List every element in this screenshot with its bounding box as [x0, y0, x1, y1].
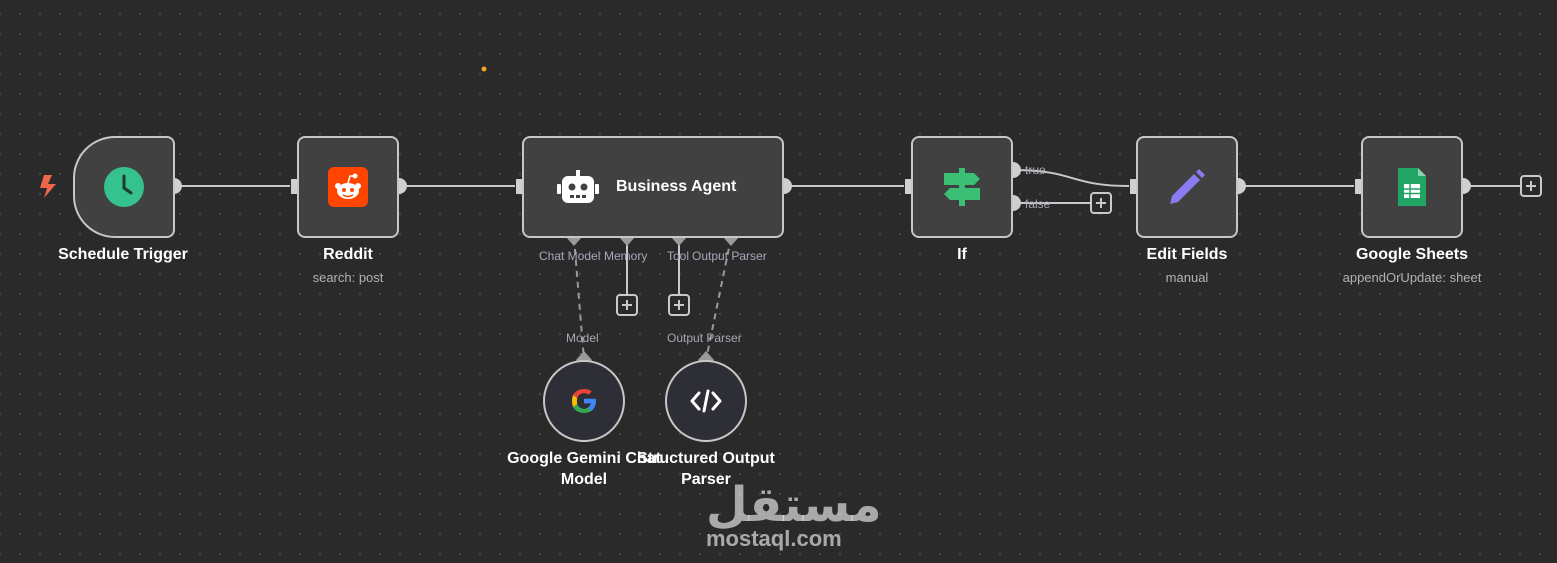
if-true-label: true: [1025, 163, 1046, 177]
trigger-bolt-icon: [40, 175, 56, 198]
connection-if-true-edit: [1012, 169, 1130, 187]
connection-model-dashed: [573, 237, 585, 361]
google-sheets-node[interactable]: [1361, 136, 1463, 238]
if-false-label: false: [1025, 197, 1051, 211]
reddit-icon: [328, 167, 368, 207]
gemini-model-node[interactable]: [543, 360, 625, 442]
google-sheets-icon: [1398, 168, 1426, 206]
memory-port-label: Memory: [604, 249, 648, 263]
gemini-model-label-line1: Google Gemini Chat: [507, 450, 661, 467]
output-parser-node[interactable]: [665, 360, 747, 442]
schedule-trigger-label: Schedule Trigger: [58, 246, 188, 263]
business-agent-title: Business Agent: [616, 178, 737, 195]
sheets-input-port[interactable]: [1355, 179, 1362, 194]
code-icon: [690, 389, 722, 413]
connection-parser-dashed: [705, 237, 732, 361]
model-port-label: Model: [566, 331, 599, 345]
add-if-false-button[interactable]: [1090, 192, 1112, 214]
add-buttons[interactable]: [616, 175, 1542, 316]
chat-model-port-label: Chat Model: [539, 249, 601, 263]
output-parser-port-label: Output Parser: [692, 249, 767, 263]
schedule-trigger-node[interactable]: [73, 136, 175, 238]
accent-dot: [481, 66, 487, 72]
tool-port-label: Tool: [667, 249, 690, 263]
edit-fields-label: Edit Fields: [1146, 246, 1228, 263]
pencil-icon: [1170, 169, 1205, 204]
watermark-logo: مستقل: [706, 479, 884, 532]
google-g-icon: [572, 389, 596, 413]
business-agent-node[interactable]: Business Agent: [522, 136, 784, 238]
sub-connections: [573, 237, 732, 361]
clock-icon: [104, 167, 144, 207]
agent-input-port[interactable]: [516, 179, 523, 194]
edit-fields-node[interactable]: [1136, 136, 1238, 238]
edit-input-port[interactable]: [1130, 179, 1137, 194]
parser-port-label: Output Parser: [667, 331, 742, 345]
add-end-button[interactable]: [1520, 175, 1542, 197]
if-input-port[interactable]: [905, 179, 912, 194]
google-sheets-subtitle: appendOrUpdate: sheet: [1342, 270, 1482, 285]
robot-icon: [557, 170, 599, 203]
if-node[interactable]: [911, 136, 1013, 238]
reddit-node[interactable]: [297, 136, 399, 238]
add-memory-button[interactable]: [616, 294, 638, 316]
google-sheets-label: Google Sheets: [1355, 246, 1469, 263]
if-label: If: [957, 246, 967, 263]
watermark-domain: mostaql.com: [706, 526, 842, 551]
reddit-subtitle: search: post: [312, 270, 384, 285]
signpost-icon: [944, 168, 980, 206]
reddit-input-port[interactable]: [291, 179, 298, 194]
gemini-model-label-line2: Model: [560, 471, 608, 488]
output-parser-label-line2: Parser: [681, 471, 731, 488]
edit-fields-subtitle: manual: [1165, 270, 1209, 285]
connections: [174, 169, 1520, 295]
input-ports[interactable]: [291, 179, 1362, 194]
output-parser-label-line1: Structured Output: [637, 450, 775, 467]
reddit-label: Reddit: [323, 246, 373, 263]
add-tool-button[interactable]: [668, 294, 690, 316]
